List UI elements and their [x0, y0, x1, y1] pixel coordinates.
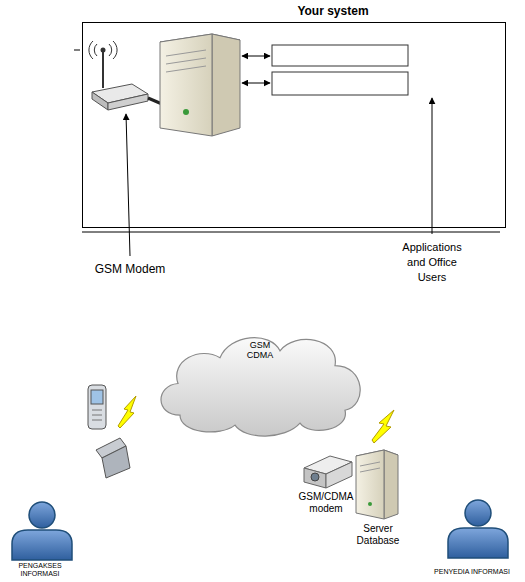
- antenna: [102, 52, 104, 88]
- phone-keys: [92, 420, 102, 421]
- server-front: [160, 34, 212, 136]
- mobile-phones: [88, 385, 130, 478]
- application-box: [272, 72, 408, 95]
- drive-bay: [360, 462, 380, 466]
- network-label: GSM CDMA: [243, 340, 277, 361]
- modem-front: [304, 468, 326, 488]
- component-label: Applications and Office Users: [392, 240, 472, 285]
- server-icon: [160, 34, 240, 136]
- leader-arrow: [432, 98, 433, 234]
- component-label: GSM Modem: [95, 262, 166, 276]
- application-box: [272, 45, 408, 66]
- component-label: GSM/CDMA modem: [295, 491, 357, 514]
- person-head: [465, 500, 491, 526]
- leader-arrow: [126, 114, 130, 256]
- power-light: [368, 502, 372, 506]
- server-front: [356, 450, 384, 519]
- modem-side: [92, 92, 108, 110]
- signal-waves: [89, 41, 117, 59]
- frame-border: [82, 22, 506, 228]
- phone-screen: [91, 390, 103, 404]
- drive-bay: [166, 66, 206, 72]
- server-side: [384, 450, 398, 519]
- frame-title: Your system: [82, 4, 506, 18]
- lightning-bolt: [118, 396, 136, 428]
- double-arrow: [242, 83, 270, 84]
- cloud-shape: [161, 338, 360, 436]
- database-server-icon: [356, 450, 398, 519]
- role-label: PENGAKSES INFORMASI: [14, 562, 66, 578]
- person-icon: [12, 502, 72, 560]
- role-label: PENYEDIA INFORMASI: [434, 568, 510, 576]
- person-body: [12, 530, 72, 560]
- person-icon: [448, 500, 508, 558]
- flip-phone-base: [102, 446, 130, 478]
- tick-mark: [74, 50, 80, 51]
- modem-front: [108, 94, 148, 110]
- drive-bay: [360, 468, 380, 472]
- power-light: [183, 109, 189, 115]
- phone-body: [88, 385, 106, 429]
- drive-bay: [166, 50, 206, 56]
- phone-keys: [92, 410, 102, 411]
- modem-side: [326, 462, 352, 488]
- system-frame: Your system: [82, 4, 506, 228]
- gsm-cdma-modem-icon: [304, 456, 352, 488]
- lightning-bolt: [372, 410, 394, 443]
- modem-lens: [311, 473, 319, 481]
- double-arrow: [242, 56, 270, 57]
- base-line: [82, 232, 500, 233]
- antenna-tip: [101, 48, 106, 53]
- person-head: [29, 502, 55, 528]
- person-body: [448, 528, 508, 558]
- network-cloud: GSM CDMA: [150, 326, 370, 440]
- gsm-modem-icon: [89, 41, 162, 110]
- phone-keys: [92, 415, 102, 416]
- server-side: [212, 34, 240, 136]
- drive-bay: [166, 58, 206, 64]
- component-label: Server Database: [353, 523, 403, 546]
